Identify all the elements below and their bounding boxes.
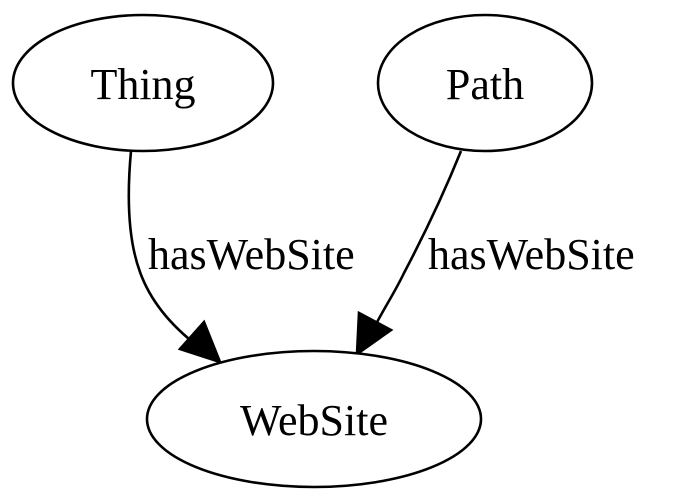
- node-thing: Thing: [11, 13, 275, 153]
- node-path-shape: [376, 13, 594, 153]
- node-path-label: Path: [446, 60, 524, 109]
- edge-path-to-website-line: [372, 150, 463, 329]
- edge-path-to-website-label: hasWebSite: [428, 230, 635, 279]
- edge-thing-to-website-line: [127, 150, 200, 349]
- node-website: WebSite: [145, 349, 483, 489]
- node-thing-shape: [11, 13, 275, 153]
- edge-thing-to-website-label: hasWebSite: [148, 230, 355, 279]
- edge-path-to-website-arrowhead: [355, 310, 394, 357]
- edge-thing-to-website-arrowhead: [177, 319, 223, 365]
- node-path: Path: [376, 13, 594, 153]
- node-thing-label: Thing: [90, 60, 195, 109]
- node-website-label: WebSite: [240, 396, 388, 445]
- edge-path-to-website: hasWebSite: [355, 150, 635, 357]
- node-website-shape: [145, 349, 483, 489]
- edge-thing-to-website: hasWebSite: [127, 150, 355, 365]
